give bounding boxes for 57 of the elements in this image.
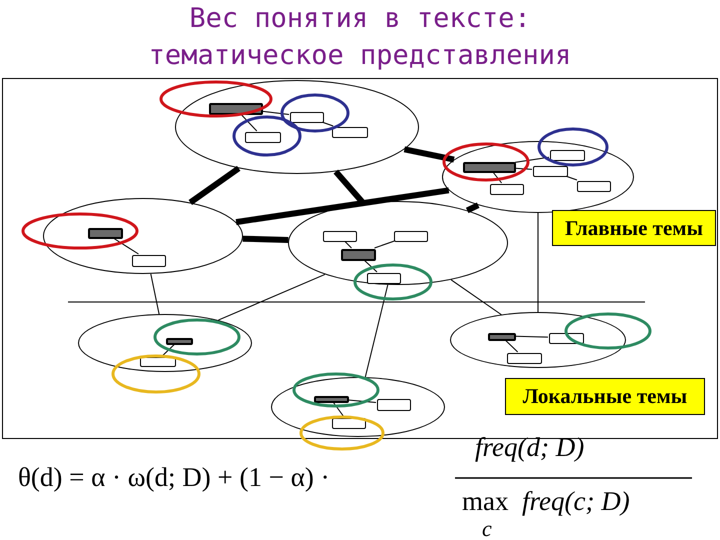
formula-text: freq(d; D): [475, 432, 584, 462]
connector-line: [514, 168, 532, 170]
thick-connector: [188, 166, 240, 205]
connector-line: [240, 114, 258, 132]
main-term-box: [166, 338, 193, 345]
connector-line: [321, 122, 334, 126]
connector-line: [514, 156, 550, 163]
connector-line: [450, 279, 502, 316]
topic-ellipse: [175, 80, 419, 174]
connector-line: [514, 336, 548, 338]
topic-ellipse: [43, 198, 243, 274]
topic-label: Локальные темы: [505, 378, 705, 415]
connector-line: [565, 176, 578, 180]
term-box: [577, 181, 611, 192]
connector-line: [112, 238, 139, 254]
main-term-box: [463, 162, 516, 173]
topic-ellipse: [271, 377, 445, 437]
term-box: [377, 399, 411, 411]
connector-line: [364, 260, 378, 272]
term-box: [507, 353, 542, 364]
term-box: [245, 132, 281, 143]
formula-text: max: [462, 486, 508, 516]
term-box: [132, 255, 166, 267]
main-term-box: [341, 249, 376, 261]
topic-label: Главные темы: [552, 210, 716, 246]
term-box: [367, 273, 401, 284]
formula-text: c: [482, 515, 492, 540]
topic-ellipse: [78, 314, 252, 372]
connector-line: [218, 274, 326, 321]
connector-line: [150, 273, 160, 315]
term-box: [290, 112, 324, 123]
connector-line: [162, 344, 176, 356]
term-box: [332, 127, 368, 138]
connector-line: [374, 240, 395, 248]
connector-line: [344, 240, 352, 248]
main-term-box: [488, 333, 516, 341]
formula-text: freq(c; D): [522, 486, 630, 516]
term-box: [394, 231, 428, 242]
main-term-box: [314, 396, 349, 403]
slide-title: Вес понятия в тексте: тематическое представления: [148, 2, 572, 73]
formula-text: θ(d) = α · ω(d; D) + (1 − α) ·: [18, 462, 330, 492]
thick-connector: [236, 187, 450, 226]
connector-line: [348, 400, 376, 403]
connector-line: [332, 402, 344, 418]
thick-connector: [466, 202, 480, 214]
topic-ellipse: [450, 312, 626, 368]
connector-line: [364, 284, 388, 378]
connector-line: [504, 340, 518, 352]
term-box: [490, 184, 524, 195]
main-term-box: [88, 228, 123, 239]
term-box: [533, 166, 568, 177]
topic-ellipse: [288, 201, 508, 285]
thick-connector: [242, 236, 288, 243]
term-box: [550, 150, 585, 161]
connector-line: [262, 110, 290, 115]
connector-line: [492, 172, 502, 184]
term-box: [323, 231, 357, 242]
